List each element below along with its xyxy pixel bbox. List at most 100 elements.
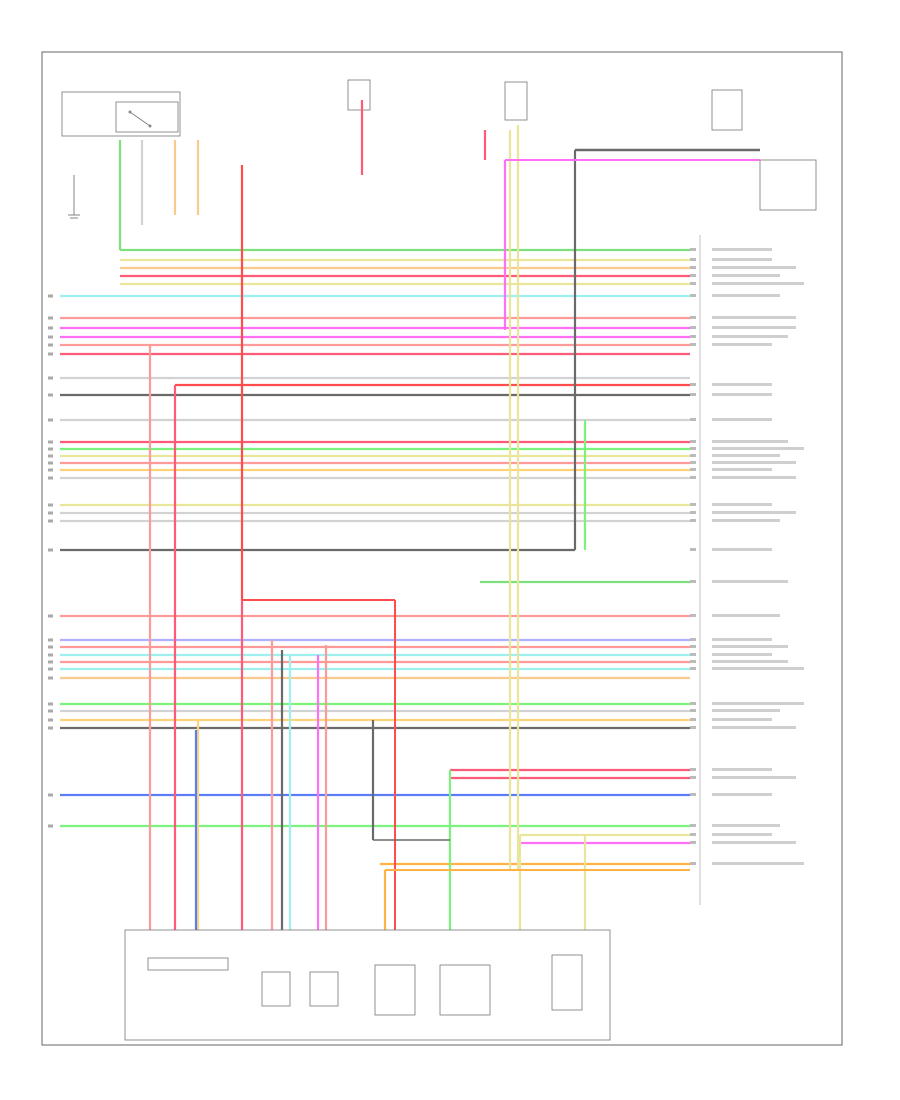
pin-mark [48,294,53,298]
pin-mark [48,447,53,451]
label-block [712,776,796,779]
label-block [712,447,804,450]
pin-mark [48,709,53,713]
pin-mark [48,614,53,618]
label-block [712,548,772,551]
label-block [712,709,780,712]
pin-mark [48,660,53,664]
label-block [712,667,804,670]
label-block [712,614,780,617]
pin-mark [690,335,696,338]
pin-mark [48,335,53,339]
pin-mark [48,519,53,523]
pin-mark [690,660,696,663]
pin-mark [690,343,696,346]
label-block [712,418,772,421]
pin-mark [48,676,53,680]
label-block [712,393,772,396]
label-block [712,833,772,836]
pin-mark [690,653,696,656]
pin-mark [690,841,696,844]
pin-mark [690,548,696,551]
pin-mark [48,503,53,507]
pin-mark [690,645,696,648]
pin-mark [690,266,696,269]
pin-mark [48,645,53,649]
label-block [712,454,780,457]
label-block [712,316,796,319]
label-block [712,258,772,261]
transmission-module [124,929,611,1041]
pin-mark [690,282,696,285]
label-block [712,282,804,285]
label-block [712,383,772,386]
pin-mark [48,638,53,642]
pin-mark [690,580,696,583]
label-block [712,468,772,471]
label-block [712,335,788,338]
pin-mark [48,726,53,730]
pin-mark [48,702,53,706]
pin-mark [690,418,696,421]
pin-mark [690,258,696,261]
pin-mark [690,461,696,464]
pin-mark [48,511,53,515]
pin-mark [690,468,696,471]
pin-mark [690,454,696,457]
pin-mark [690,824,696,827]
label-block [712,294,780,297]
pin-mark [690,702,696,705]
label-block [712,326,796,329]
label-block [712,476,796,479]
pin-mark [690,294,696,297]
pin-mark [48,316,53,320]
pin-mark [690,326,696,329]
pin-mark [690,776,696,779]
diagram-frame [41,51,843,1046]
pin-mark [690,393,696,396]
label-block [712,580,788,583]
pin-mark [690,274,696,277]
label-block [712,824,780,827]
label-block [712,343,772,346]
label-block [712,768,772,771]
label-block [712,519,780,522]
pin-mark [48,352,53,356]
label-block [712,653,772,656]
label-block [712,248,772,251]
pin-mark [690,768,696,771]
pin-mark [690,440,696,443]
pin-mark [48,376,53,380]
vertical-wire-bundle [118,100,760,930]
pin-mark [690,833,696,836]
pin-mark [690,793,696,796]
pin-mark [48,824,53,828]
label-block [712,266,796,269]
label-block [712,718,772,721]
label-block [712,511,796,514]
label-block [712,503,772,506]
pin-mark [48,468,53,472]
pin-mark [690,726,696,729]
pin-mark [48,454,53,458]
label-block [712,660,788,663]
pin-mark [690,667,696,670]
pin-mark [48,667,53,671]
pin-mark [690,638,696,641]
label-block [712,274,780,277]
horizontal-wire-bundle [60,248,690,866]
pin-mark [48,653,53,657]
pin-mark [690,316,696,319]
pin-mark [48,393,53,397]
pin-mark [48,476,53,480]
pin-mark [690,862,696,865]
pin-mark [48,418,53,422]
pin-mark [48,718,53,722]
left-pin-column [48,294,53,828]
label-block [712,440,788,443]
pin-mark [690,614,696,617]
pin-mark [690,248,696,251]
ground-icon [68,175,80,219]
label-block [712,702,804,705]
pin-mark [48,548,53,552]
